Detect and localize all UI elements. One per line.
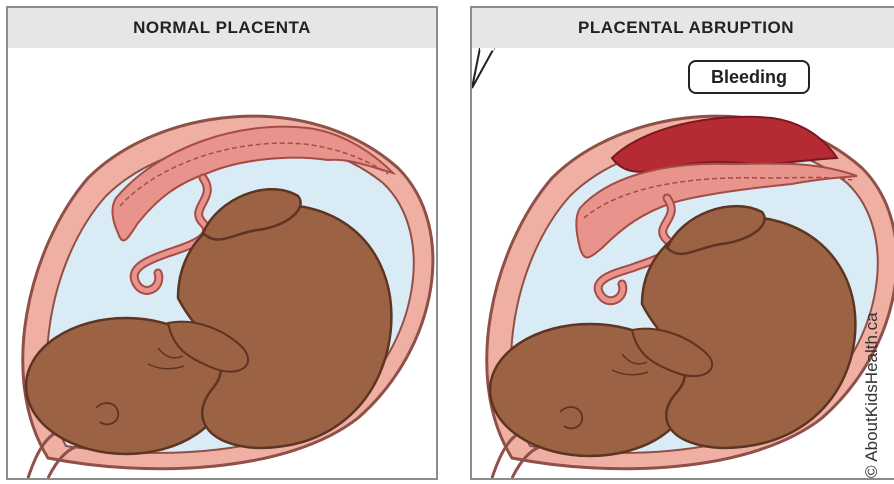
panel-title-normal: NORMAL PLACENTA <box>133 18 311 38</box>
normal-placenta-panel: NORMAL PLACENTA <box>6 6 438 480</box>
copyright-credit: © AboutKidsHealth.ca <box>862 312 882 478</box>
bleeding-label: Bleeding <box>711 67 787 88</box>
placental-abruption-panel: PLACENTAL ABRUPTION Bleeding <box>470 6 894 480</box>
callout-pointer <box>472 48 502 92</box>
panel-title-abruption: PLACENTAL ABRUPTION <box>578 18 794 38</box>
panel-header: NORMAL PLACENTA <box>8 8 436 48</box>
panel-header: PLACENTAL ABRUPTION <box>472 8 894 48</box>
normal-placenta-illustration <box>8 48 436 478</box>
placental-abruption-illustration <box>472 48 894 478</box>
bleeding-callout: Bleeding <box>688 60 810 94</box>
